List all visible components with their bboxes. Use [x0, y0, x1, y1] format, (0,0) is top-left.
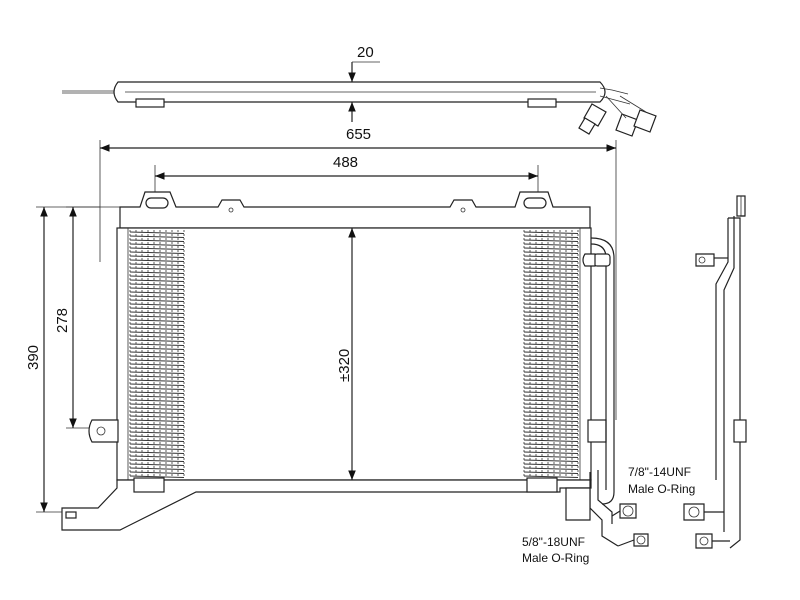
fitting-label-upper: 7/8"-14UNF Male O-Ring — [628, 465, 695, 496]
side-view — [683, 195, 747, 549]
overall-height-dimension: 390 — [25, 345, 42, 370]
front-view: 655 488 390 278 ±320 — [25, 126, 649, 547]
lower-fitting-size: 5/8"-18UNF — [522, 535, 585, 549]
side-height-dimension: 278 — [54, 308, 71, 333]
thickness-dimension: 20 — [357, 44, 374, 61]
top-fittings — [578, 95, 657, 137]
fin-area-left — [129, 230, 185, 478]
mount-spacing-dimension: 488 — [333, 154, 358, 171]
fitting-label-lower: 5/8"-18UNF Male O-Ring — [522, 535, 589, 565]
lower-fitting-type: Male O-Ring — [522, 551, 589, 565]
upper-fitting-size: 7/8"-14UNF — [628, 465, 691, 479]
front-pipework — [565, 237, 649, 547]
top-view: 20 — [62, 44, 657, 137]
core-height-dimension: ±320 — [336, 349, 353, 382]
upper-fitting-type: Male O-Ring — [628, 482, 695, 496]
overall-width-dimension: 655 — [346, 126, 371, 143]
fin-area-right — [523, 230, 579, 478]
